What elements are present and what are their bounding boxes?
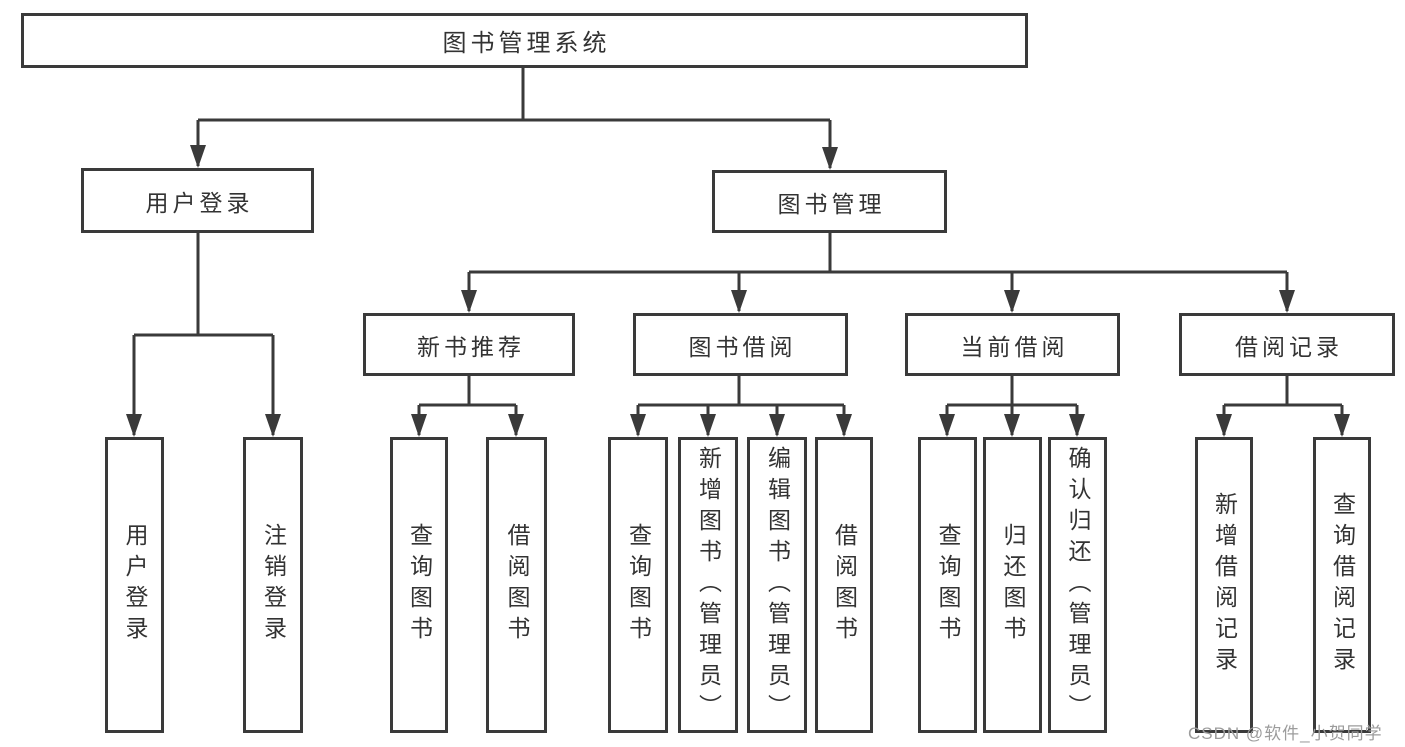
leaf-query-books-newbooks: 查询图书 (390, 437, 448, 733)
leaf-query-borrow-record: 查询借阅记录 (1313, 437, 1371, 733)
leaf-add-borrow-record: 新增借阅记录 (1195, 437, 1253, 733)
leaf-add-borrow-record-label: 新增借阅记录 (1211, 492, 1238, 678)
watermark: CSDN @软件_小贺同学 (1188, 724, 1383, 743)
node-borrow-records: 借阅记录 (1179, 313, 1395, 376)
leaf-query-books-newbooks-label: 查询图书 (406, 523, 433, 647)
node-root-label: 图书管理系统 (442, 30, 611, 57)
leaf-borrow-books-newbooks: 借阅图书 (486, 437, 547, 733)
node-book-borrowing: 图书借阅 (633, 313, 848, 376)
leaf-query-books-current-label: 查询图书 (935, 523, 961, 647)
leaf-borrow-books-newbooks-label: 借阅图书 (504, 523, 530, 647)
leaf-query-borrow-record-label: 查询借阅记录 (1329, 492, 1356, 678)
node-book-borrowing-label: 图书借阅 (688, 333, 797, 360)
leaf-confirm-return-admin: 确认归还（管理员） (1048, 437, 1107, 733)
leaf-user-login-label: 用户登录 (122, 523, 148, 647)
node-book-mgmt: 图书管理 (712, 170, 947, 233)
leaf-edit-book-admin-label: 编辑图书（管理员） (764, 445, 791, 725)
node-new-books: 新书推荐 (363, 313, 575, 376)
node-user-login-label: 用户登录 (145, 189, 254, 216)
arrowheads (126, 145, 1350, 437)
leaf-borrow-books-borrowing: 借阅图书 (815, 437, 873, 733)
node-current-borrowing: 当前借阅 (905, 313, 1120, 376)
leaf-query-books-current: 查询图书 (918, 437, 977, 733)
leaf-return-book-label: 归还图书 (1000, 523, 1026, 647)
node-borrow-records-label: 借阅记录 (1235, 333, 1343, 360)
leaf-logout-label: 注销登录 (260, 523, 287, 647)
node-book-mgmt-label: 图书管理 (777, 190, 886, 217)
leaf-add-book-admin: 新增图书（管理员） (678, 437, 738, 733)
node-user-login: 用户登录 (81, 168, 314, 233)
leaf-query-books-borrowing: 查询图书 (608, 437, 668, 733)
leaf-confirm-return-admin-label: 确认归还（管理员） (1065, 445, 1091, 725)
leaf-query-books-borrowing-label: 查询图书 (625, 523, 652, 647)
node-new-books-label: 新书推荐 (417, 333, 525, 360)
leaf-return-book: 归还图书 (983, 437, 1042, 733)
leaf-borrow-books-borrowing-label: 借阅图书 (831, 523, 858, 647)
leaf-edit-book-admin: 编辑图书（管理员） (747, 437, 807, 733)
leaf-add-book-admin-label: 新增图书（管理员） (695, 445, 722, 725)
node-current-borrowing-label: 当前借阅 (960, 333, 1069, 360)
leaf-logout: 注销登录 (243, 437, 303, 733)
leaf-user-login: 用户登录 (105, 437, 164, 733)
node-root: 图书管理系统 (21, 13, 1028, 68)
